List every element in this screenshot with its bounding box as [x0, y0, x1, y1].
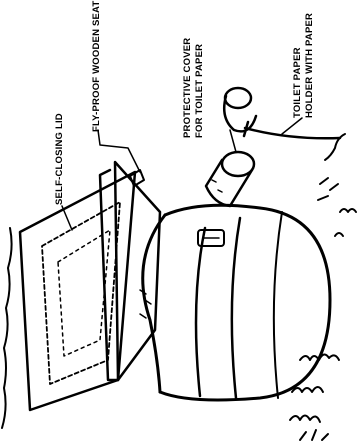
drum-barrel	[143, 205, 330, 400]
label-self-closing-lid: SELF-CLOSING LID	[54, 113, 65, 205]
toilet-paper-holder	[244, 122, 340, 138]
label-fly-proof-seat: FLY-PROOF WOODEN SEAT	[91, 1, 102, 132]
label-protective-cover-line1: PROTECTIVE COVER	[182, 38, 193, 138]
toilet-paper-roll	[224, 88, 256, 131]
label-protective-cover-line2: FOR TOILET PAPER	[194, 44, 205, 138]
label-toilet-paper-holder-line1: TOILET PAPER	[292, 47, 303, 118]
self-closing-lid	[20, 170, 144, 410]
protective-cover	[206, 152, 254, 206]
label-toilet-paper-holder-line2: HOLDER WITH PAPER	[304, 13, 315, 118]
